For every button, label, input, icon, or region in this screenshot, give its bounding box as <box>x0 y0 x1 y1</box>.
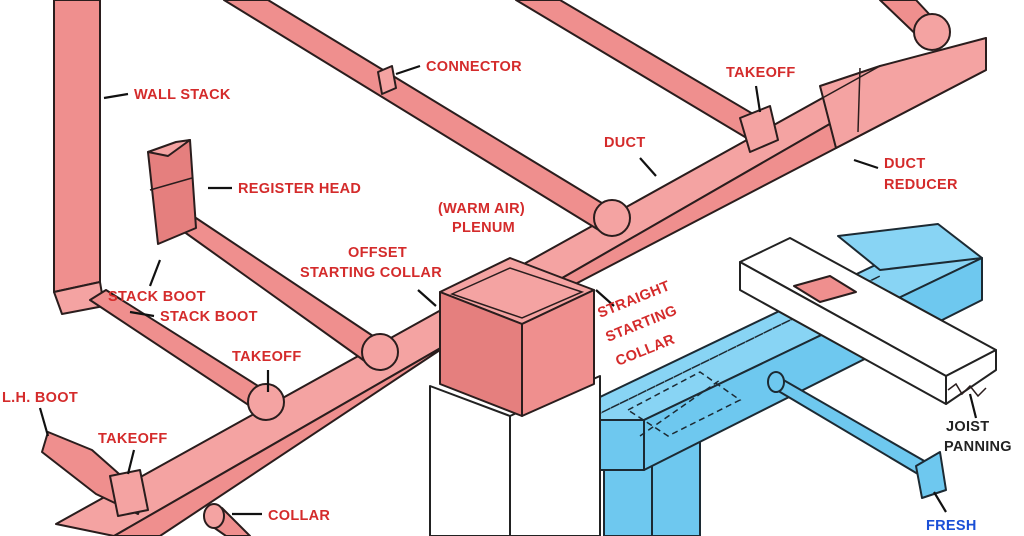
takeoff-low <box>109 469 149 517</box>
label-wall-stack: WALL STACK <box>134 87 231 103</box>
label-joist-1: JOIST <box>946 419 989 435</box>
arrow-stack-boot <box>148 259 162 287</box>
takeoff-register <box>361 333 399 371</box>
takeoff-mid <box>247 383 285 421</box>
wall-stack <box>53 0 101 293</box>
label-takeoff-low: TAKEOFF <box>98 431 168 447</box>
arrow-lh-boot <box>38 407 50 437</box>
label-fresh: FRESH <box>926 518 977 534</box>
label-plenum-2: PLENUM <box>452 220 515 236</box>
label-offset-2: STARTING COLLAR <box>300 265 442 281</box>
joist-front <box>739 261 947 405</box>
label-takeoff-mid: TAKEOFF <box>232 349 302 365</box>
takeoff-connector <box>593 199 631 237</box>
register-top <box>147 139 191 157</box>
register-head <box>147 139 197 245</box>
label-collar: COLLAR <box>268 508 330 524</box>
duct-reducer <box>819 37 987 149</box>
joist-opening <box>793 275 857 303</box>
fresh-air-hood <box>915 451 947 499</box>
return-hidden-line <box>565 275 881 431</box>
joist-break <box>947 382 987 398</box>
arrow-offset <box>417 289 437 307</box>
furnace-front <box>429 385 511 536</box>
arrow-connector <box>395 64 421 76</box>
arrow-duct <box>639 157 657 177</box>
reducer-seam <box>819 85 837 149</box>
label-takeoff-top: TAKEOFF <box>726 65 796 81</box>
arrow-joist <box>968 393 978 419</box>
label-offset-1: OFFSET <box>348 245 407 261</box>
branch-ducts <box>41 0 951 536</box>
return-box-top <box>837 223 983 271</box>
arrow-straight <box>595 289 615 307</box>
arrow-stack-boot-2 <box>129 310 155 318</box>
label-stack-boot-1: STACK BOOT <box>108 289 206 305</box>
label-plenum-1: (WARM AIR) <box>438 201 525 217</box>
label-lh-boot: L.H. BOOT <box>2 390 78 406</box>
collar <box>203 503 225 529</box>
reducer-seam-2 <box>857 67 861 133</box>
label-stack-boot-2: STACK BOOT <box>160 309 258 325</box>
fresh-air-collar <box>767 371 785 393</box>
connector-joint <box>377 65 397 95</box>
return-hidden-box <box>627 371 742 437</box>
arrow-fresh <box>933 491 947 513</box>
plenum-side <box>521 289 595 417</box>
label-duct-reducer-2: REDUCER <box>884 177 958 193</box>
label-connector: CONNECTOR <box>426 59 522 75</box>
return-hidden-diag <box>639 379 721 437</box>
arrow-duct-reducer <box>853 158 879 170</box>
furnace <box>429 375 601 536</box>
label-duct-reducer-1: DUCT <box>884 156 925 172</box>
arrow-takeoff-top <box>754 85 762 113</box>
plenum-rim <box>449 267 585 319</box>
plenum <box>439 257 595 417</box>
label-duct: DUCT <box>604 135 645 151</box>
arrow-takeoff-low <box>126 449 136 475</box>
branch-register <box>175 217 389 363</box>
joist-panning <box>739 237 997 405</box>
label-register-head: REGISTER HEAD <box>238 181 361 197</box>
label-joist-2: PANNING <box>944 439 1012 455</box>
branch-connector <box>223 0 621 233</box>
leader-arrows <box>38 64 978 516</box>
takeoff-far <box>913 13 951 51</box>
register-slot <box>149 177 193 191</box>
fresh-air-pipe <box>769 377 941 481</box>
arrow-wall-stack <box>103 92 129 100</box>
